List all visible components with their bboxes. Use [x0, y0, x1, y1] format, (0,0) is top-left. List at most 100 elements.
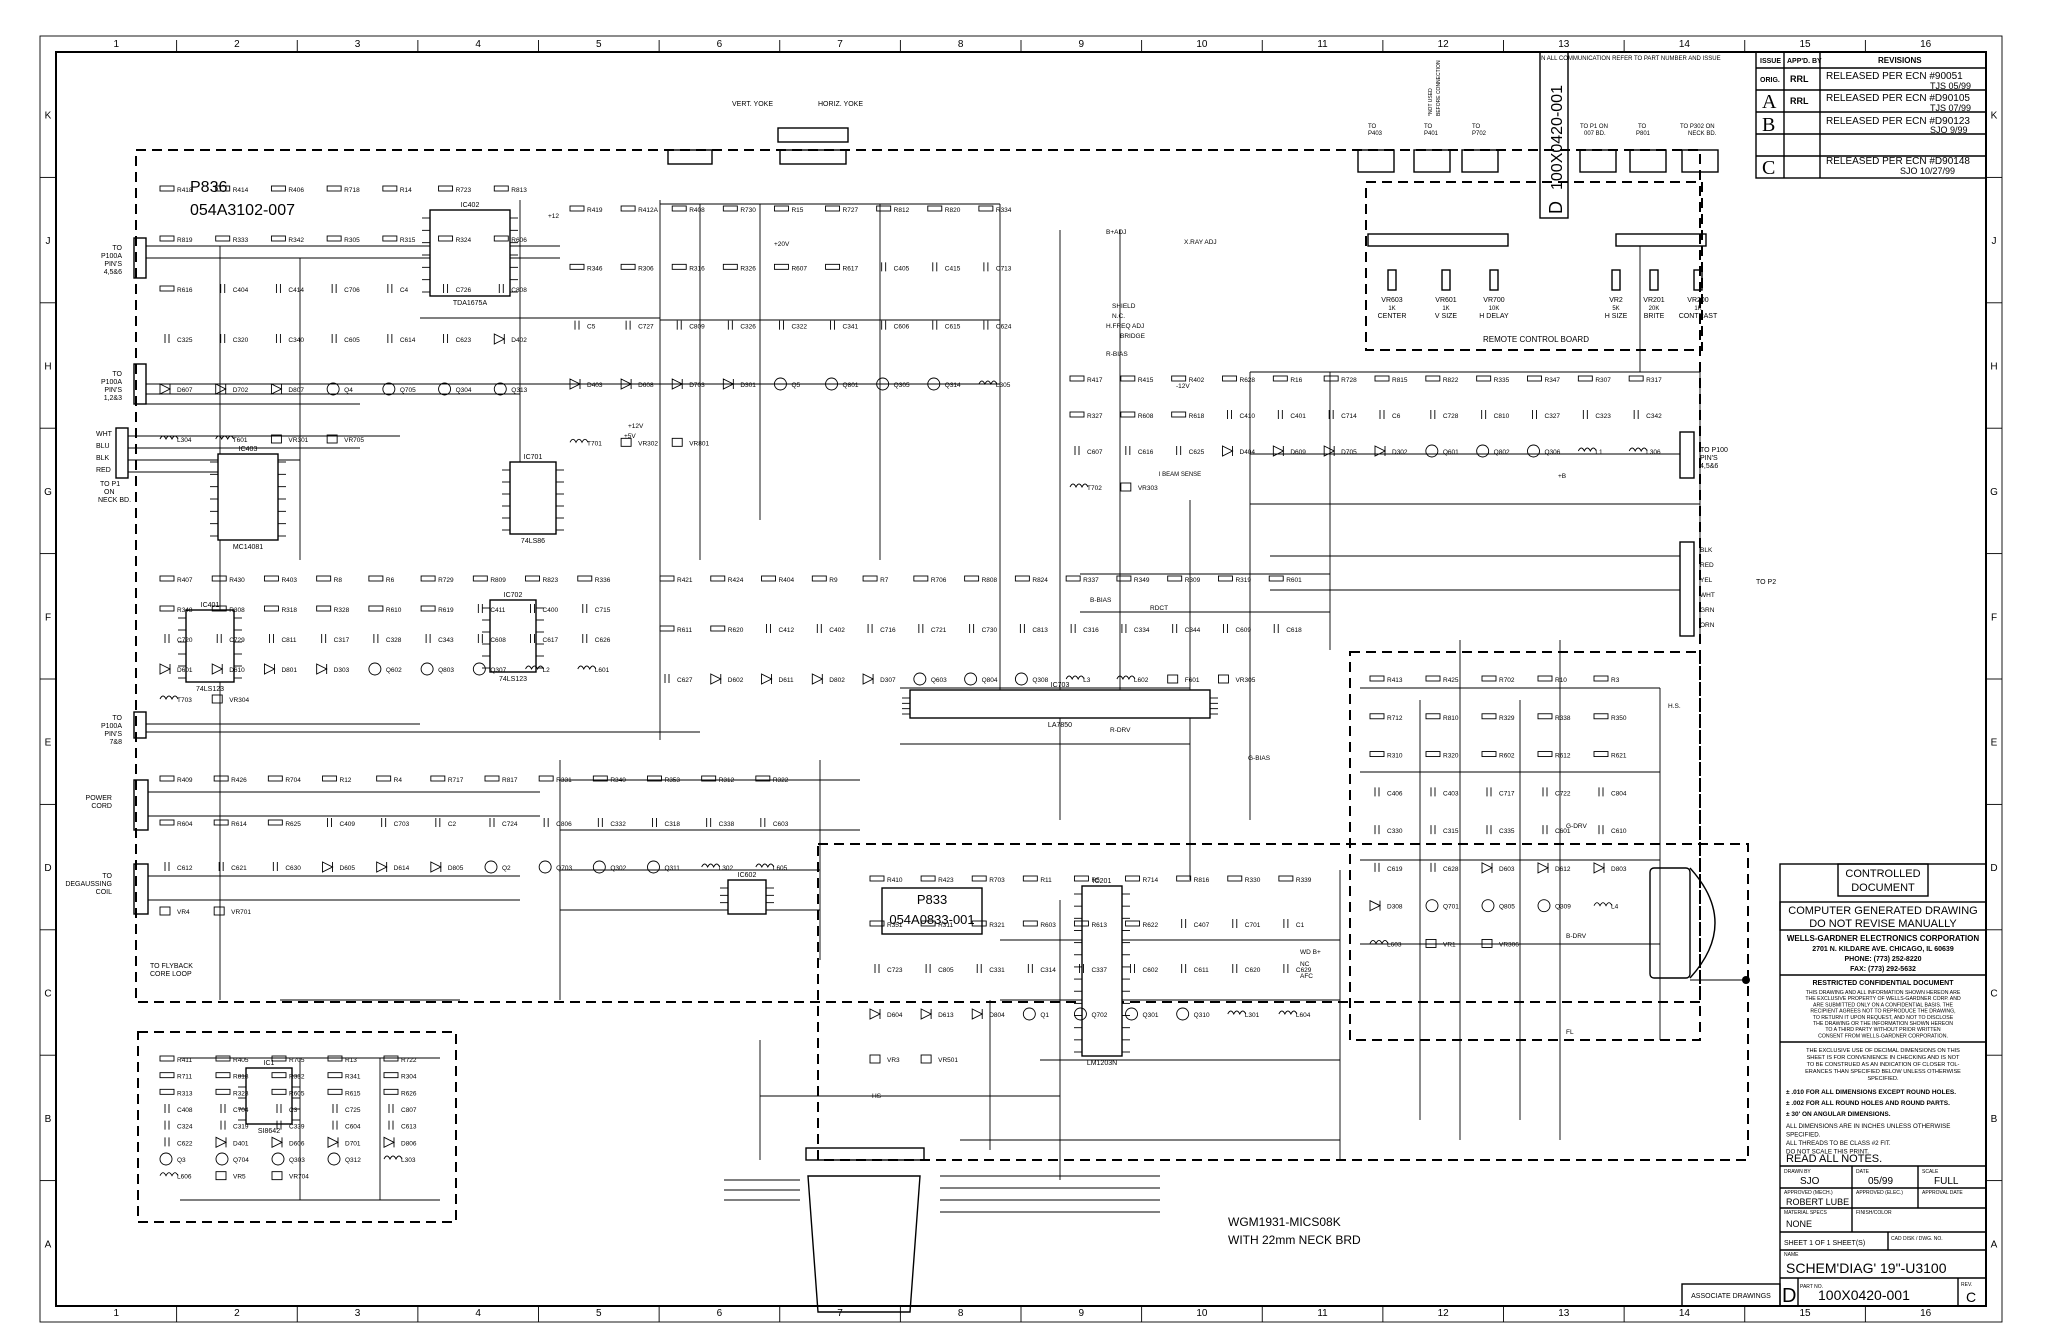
diode-symbol — [1272, 445, 1285, 457]
resistor-symbol — [1374, 375, 1390, 382]
component-symbol — [1167, 674, 1179, 684]
component-ref: D404 — [1240, 449, 1256, 456]
component-ref: C315 — [1443, 828, 1459, 835]
resistor-symbol — [159, 605, 175, 612]
resistor-symbol — [430, 775, 446, 782]
connector-p601: POWER CORD — [86, 779, 149, 831]
component-ref: C602 — [1143, 967, 1159, 974]
resistor-symbol — [1593, 675, 1609, 682]
column-label: 15 — [1800, 39, 1812, 50]
p701-to: TO P1 — [100, 481, 120, 488]
component-ref: C325 — [177, 337, 193, 344]
component-ref: R628 — [1240, 377, 1256, 384]
component-ref: D611 — [779, 677, 794, 684]
remote-top-label: TO — [1638, 124, 1647, 130]
net-label: WD B+ — [1300, 949, 1321, 956]
component-ref: R823 — [543, 577, 559, 584]
component-ref: R819 — [177, 237, 193, 244]
remote-note-2: BEFORE CONNECTION — [1436, 60, 1442, 116]
scale: FULL — [1934, 1176, 1959, 1187]
title-note: ALL THREADS TO BE CLASS #2 FIT. — [1786, 1140, 1891, 1147]
transistor-symbol — [159, 1152, 173, 1166]
resistor-symbol — [1014, 575, 1030, 582]
component-ref: L604 — [1296, 1012, 1311, 1019]
transistor-symbol — [368, 662, 382, 676]
net-label: -12V — [1176, 383, 1190, 390]
resistor-symbol — [1120, 411, 1136, 418]
tolerance-rule: ± 30' ON ANGULAR DIMENSIONS. — [1786, 1111, 1891, 1118]
inductor-symbol — [1577, 447, 1597, 453]
component-ref: R308 — [229, 607, 245, 614]
resistor-symbol — [1537, 713, 1553, 720]
resistor-symbol — [1577, 375, 1593, 382]
component-ref: R613 — [1091, 922, 1107, 929]
net-label: G-DRV — [1566, 823, 1587, 830]
component-ref: R604 — [177, 821, 193, 828]
component-ref: C415 — [945, 265, 961, 272]
control-ref: VR601 — [1435, 297, 1457, 304]
diode-symbol — [862, 673, 875, 685]
component-ref: C341 — [843, 324, 859, 331]
component-ref: R620 — [728, 627, 744, 634]
p401-l2: P100A — [101, 253, 122, 260]
p702-l2: P100A — [101, 723, 122, 730]
component-ref: T702 — [1087, 485, 1102, 492]
component-ref: C806 — [556, 821, 572, 828]
component-ref: C411 — [490, 607, 505, 614]
inductor-symbol — [978, 380, 998, 386]
component-ref: R625 — [285, 821, 301, 828]
component-ref: C335 — [1499, 828, 1515, 835]
component-ref: D602 — [728, 677, 744, 684]
component-ref: C619 — [1387, 866, 1403, 873]
resistor-symbol — [1593, 713, 1609, 720]
ic-part: 74LS123 — [499, 676, 527, 683]
resistor-symbol — [215, 1088, 231, 1095]
resistor-symbol — [215, 1072, 231, 1079]
rev2-issue: B — [1762, 114, 1775, 136]
component-ref: C320 — [233, 337, 249, 344]
component-ref: C616 — [1138, 449, 1154, 456]
component-ref: R321 — [989, 922, 1005, 929]
drawing-name: SCHEM'DIAG' 19"-U3100 — [1786, 1260, 1947, 1276]
resistor-symbol — [1268, 575, 1284, 582]
transistor-symbol — [592, 860, 606, 874]
component-ref: L303 — [401, 1157, 416, 1164]
p702-l1: TO — [112, 715, 122, 722]
column-label: 12 — [1438, 39, 1450, 50]
resistor-symbol — [493, 185, 509, 192]
row-label: K — [1991, 111, 1998, 122]
net-label: RDCT — [1150, 605, 1168, 612]
control-function: H SIZE — [1605, 313, 1628, 320]
component-ref: C730 — [982, 627, 998, 634]
component-ref: C622 — [177, 1140, 193, 1147]
component-ref: D701 — [345, 1140, 361, 1147]
component-ref: D303 — [334, 667, 350, 674]
component-ref: R334 — [996, 207, 1012, 214]
inductor-symbol — [1369, 940, 1389, 945]
part-label: PART NO. — [1800, 1284, 1823, 1290]
component-ref: R820 — [945, 207, 961, 214]
p701-wht: WHT — [96, 431, 113, 438]
transistor-symbol — [1481, 899, 1495, 913]
component-ref: R722 — [401, 1057, 417, 1064]
component-ref: C314 — [1040, 967, 1056, 974]
component-symbol — [1120, 482, 1132, 492]
rgb-drive-outline — [1349, 651, 1701, 1041]
component-symbol — [869, 1054, 881, 1064]
component-ref: D301 — [740, 382, 756, 389]
component-ref: R727 — [843, 207, 859, 214]
component-ref: C618 — [1286, 627, 1302, 634]
component-ref: C323 — [1595, 413, 1611, 420]
resistor-symbol — [1476, 375, 1492, 382]
column-label: 4 — [475, 39, 481, 50]
material-label: MATERIAL SPECS — [1784, 1210, 1827, 1216]
p402-l4: 1,2&3 — [104, 395, 122, 402]
resistor-symbol — [569, 263, 585, 270]
component-ref: C1 — [1296, 922, 1305, 929]
p701-on: ON — [104, 489, 115, 496]
material: NONE — [1786, 1219, 1812, 1229]
diode-symbol — [159, 663, 172, 675]
ic-part: TDA1675A — [453, 300, 488, 307]
component-ref: C601 — [1555, 828, 1571, 835]
